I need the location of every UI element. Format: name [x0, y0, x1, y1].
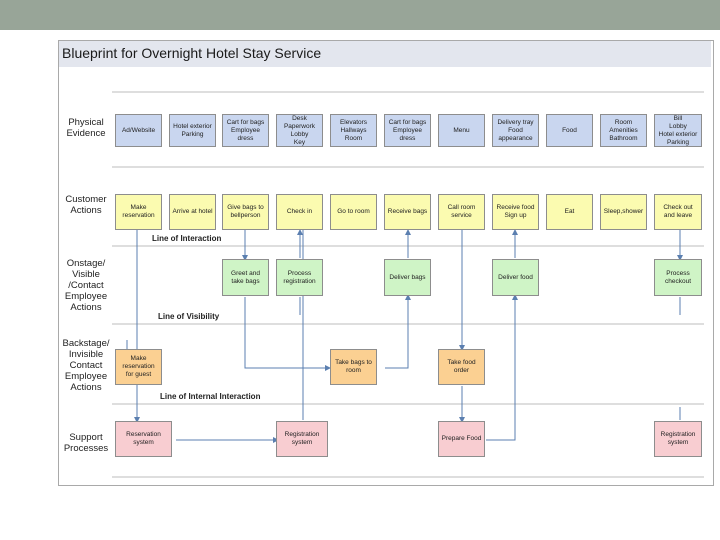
slide-top-bar: [0, 0, 720, 30]
backstage-take-food-order: Take food order: [438, 349, 485, 385]
customer-receive-food: Receive food Sign up: [492, 194, 539, 230]
onstage-greet-take-bags: Greet and take bags: [222, 259, 269, 296]
title-band: [59, 41, 711, 67]
customer-check-out: Check out and leave: [654, 194, 702, 230]
support-registration-system: Registration system: [276, 421, 328, 457]
customer-eat: Eat: [546, 194, 593, 230]
customer-receive-bags: Receive bags: [384, 194, 431, 230]
blueprint-title: Blueprint for Overnight Hotel Stay Servi…: [62, 45, 322, 61]
physical-room-amenities: Room Amenities Bathroom: [600, 114, 647, 147]
customer-sleep-shower: Sleep,shower: [600, 194, 647, 230]
support-reservation-system: Reservation system: [115, 421, 172, 457]
onstage-process-registration: Process registration: [276, 259, 323, 296]
backstage-make-reservation: Make reservation for guest: [115, 349, 162, 385]
physical-food: Food: [546, 114, 593, 147]
backstage-take-bags-to-room: Take bags to room: [330, 349, 377, 385]
line-of-internal-interaction-label: Line of Internal Interaction: [160, 392, 261, 401]
physical-bill-lobby: Bill Lobby Hotel exterior Parking: [654, 114, 702, 147]
physical-ad-website: Ad/Website: [115, 114, 162, 147]
line-of-visibility-label: Line of Visibility: [158, 312, 220, 321]
customer-call-room-service: Call room service: [438, 194, 485, 230]
row-label-customer-actions: Customer Actions: [65, 194, 107, 216]
physical-hotel-exterior: Hotel exterior Parking: [169, 114, 216, 147]
physical-delivery-tray: Delivery tray Food appearance: [492, 114, 539, 147]
onstage-process-checkout: Process checkout: [654, 259, 702, 296]
customer-give-bags: Give bags to bellperson: [222, 194, 269, 230]
customer-arrive-at-hotel: Arrive at hotel: [169, 194, 216, 230]
row-label-backstage: Backstage/ Invisible Contact Employee Ac…: [62, 337, 110, 393]
physical-desk-paperwork: Desk Paperwork Lobby Key: [276, 114, 323, 147]
onstage-deliver-bags: Deliver bags: [384, 259, 431, 296]
support-prepare-food: Prepare Food: [438, 421, 485, 457]
row-label-support-processes: Support Processes: [63, 432, 109, 454]
row-label-physical-evidence: Physical Evidence: [66, 117, 106, 139]
line-of-interaction-label: Line of Interaction: [152, 234, 222, 243]
row-label-onstage: Onstage/ Visible /Contact Employee Actio…: [64, 257, 108, 313]
customer-make-reservation: Make reservation: [115, 194, 162, 230]
physical-cart-for-bags: Cart for bags Employee dress: [222, 114, 269, 147]
physical-menu: Menu: [438, 114, 485, 147]
support-registration-system-2: Registration system: [654, 421, 702, 457]
physical-cart-for-bags-2: Cart for bags Employee dress: [384, 114, 431, 147]
onstage-deliver-food: Deliver food: [492, 259, 539, 296]
physical-elevators: Elevators Hallways Room: [330, 114, 377, 147]
customer-go-to-room: Go to room: [330, 194, 377, 230]
customer-check-in: Check in: [276, 194, 323, 230]
